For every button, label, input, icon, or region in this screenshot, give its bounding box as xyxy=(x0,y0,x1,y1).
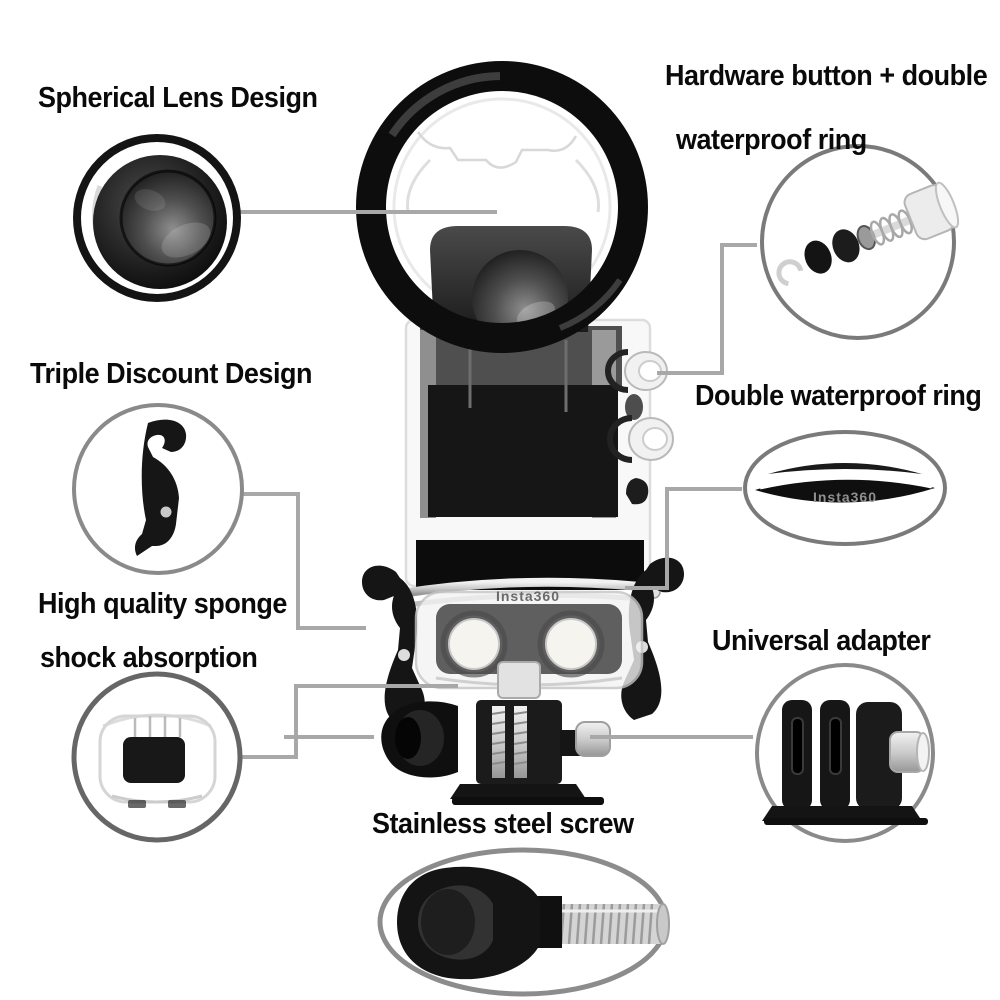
callout-lines xyxy=(203,210,757,759)
housing-bottom-shell: Insta360 xyxy=(414,588,644,690)
latch-clip-icon xyxy=(134,419,187,556)
label-triple-discount-design: Triple Discount Design xyxy=(30,358,312,390)
label-hardware-button-line1: Hardware button + double xyxy=(665,60,988,92)
callout-line-hardware-button xyxy=(657,243,757,375)
gopro-adapter-icon xyxy=(762,700,930,825)
double-waterproof-detail-ellipse: Insta360 xyxy=(743,430,947,546)
triple-discount-detail-circle xyxy=(72,403,244,575)
brand-text-housing: Insta360 xyxy=(496,588,560,604)
label-hardware-button-line2: waterproof ring xyxy=(676,124,867,156)
spherical-lens-detail-circle xyxy=(73,134,241,302)
sponge-pad-icon xyxy=(123,737,185,783)
label-universal-adapter: Universal adapter xyxy=(712,625,931,657)
label-sponge-line2: shock absorption xyxy=(40,642,258,674)
lens-port-ring xyxy=(356,61,648,353)
label-double-waterproof-ring: Double waterproof ring xyxy=(695,380,982,412)
clear-housing-detail xyxy=(416,131,578,169)
button-exploded-parts xyxy=(776,181,960,287)
label-sponge-line1: High quality sponge xyxy=(38,588,287,620)
callout-line-triple-discount xyxy=(203,492,366,630)
waterproof-housing-illustration: Insta360 xyxy=(356,61,684,805)
stainless-screw-detail-ellipse xyxy=(377,847,670,997)
housing-side-buttons xyxy=(605,349,674,505)
thumb-screw-icon xyxy=(397,866,670,980)
sponge-detail-circle xyxy=(71,671,243,843)
callout-line-sponge xyxy=(237,684,458,759)
hardware-button-detail-circle xyxy=(760,144,960,340)
sponge-pad-dot xyxy=(545,618,597,670)
ring-highlight xyxy=(388,72,501,138)
brand-text-ring: Insta360 xyxy=(813,489,877,505)
label-spherical-lens-design: Spherical Lens Design xyxy=(38,82,318,114)
camera-screen-panel xyxy=(428,385,618,517)
sponge-pad-dot xyxy=(448,618,500,670)
universal-adapter-detail-circle xyxy=(755,663,935,843)
mount-assembly xyxy=(381,661,611,805)
latch-buckle-left xyxy=(362,565,425,728)
label-stainless-steel-screw: Stainless steel screw xyxy=(372,808,634,840)
clear-housing-arcs xyxy=(405,158,601,213)
callout-line-double-waterproof xyxy=(625,487,742,590)
ring-highlight xyxy=(558,278,623,331)
